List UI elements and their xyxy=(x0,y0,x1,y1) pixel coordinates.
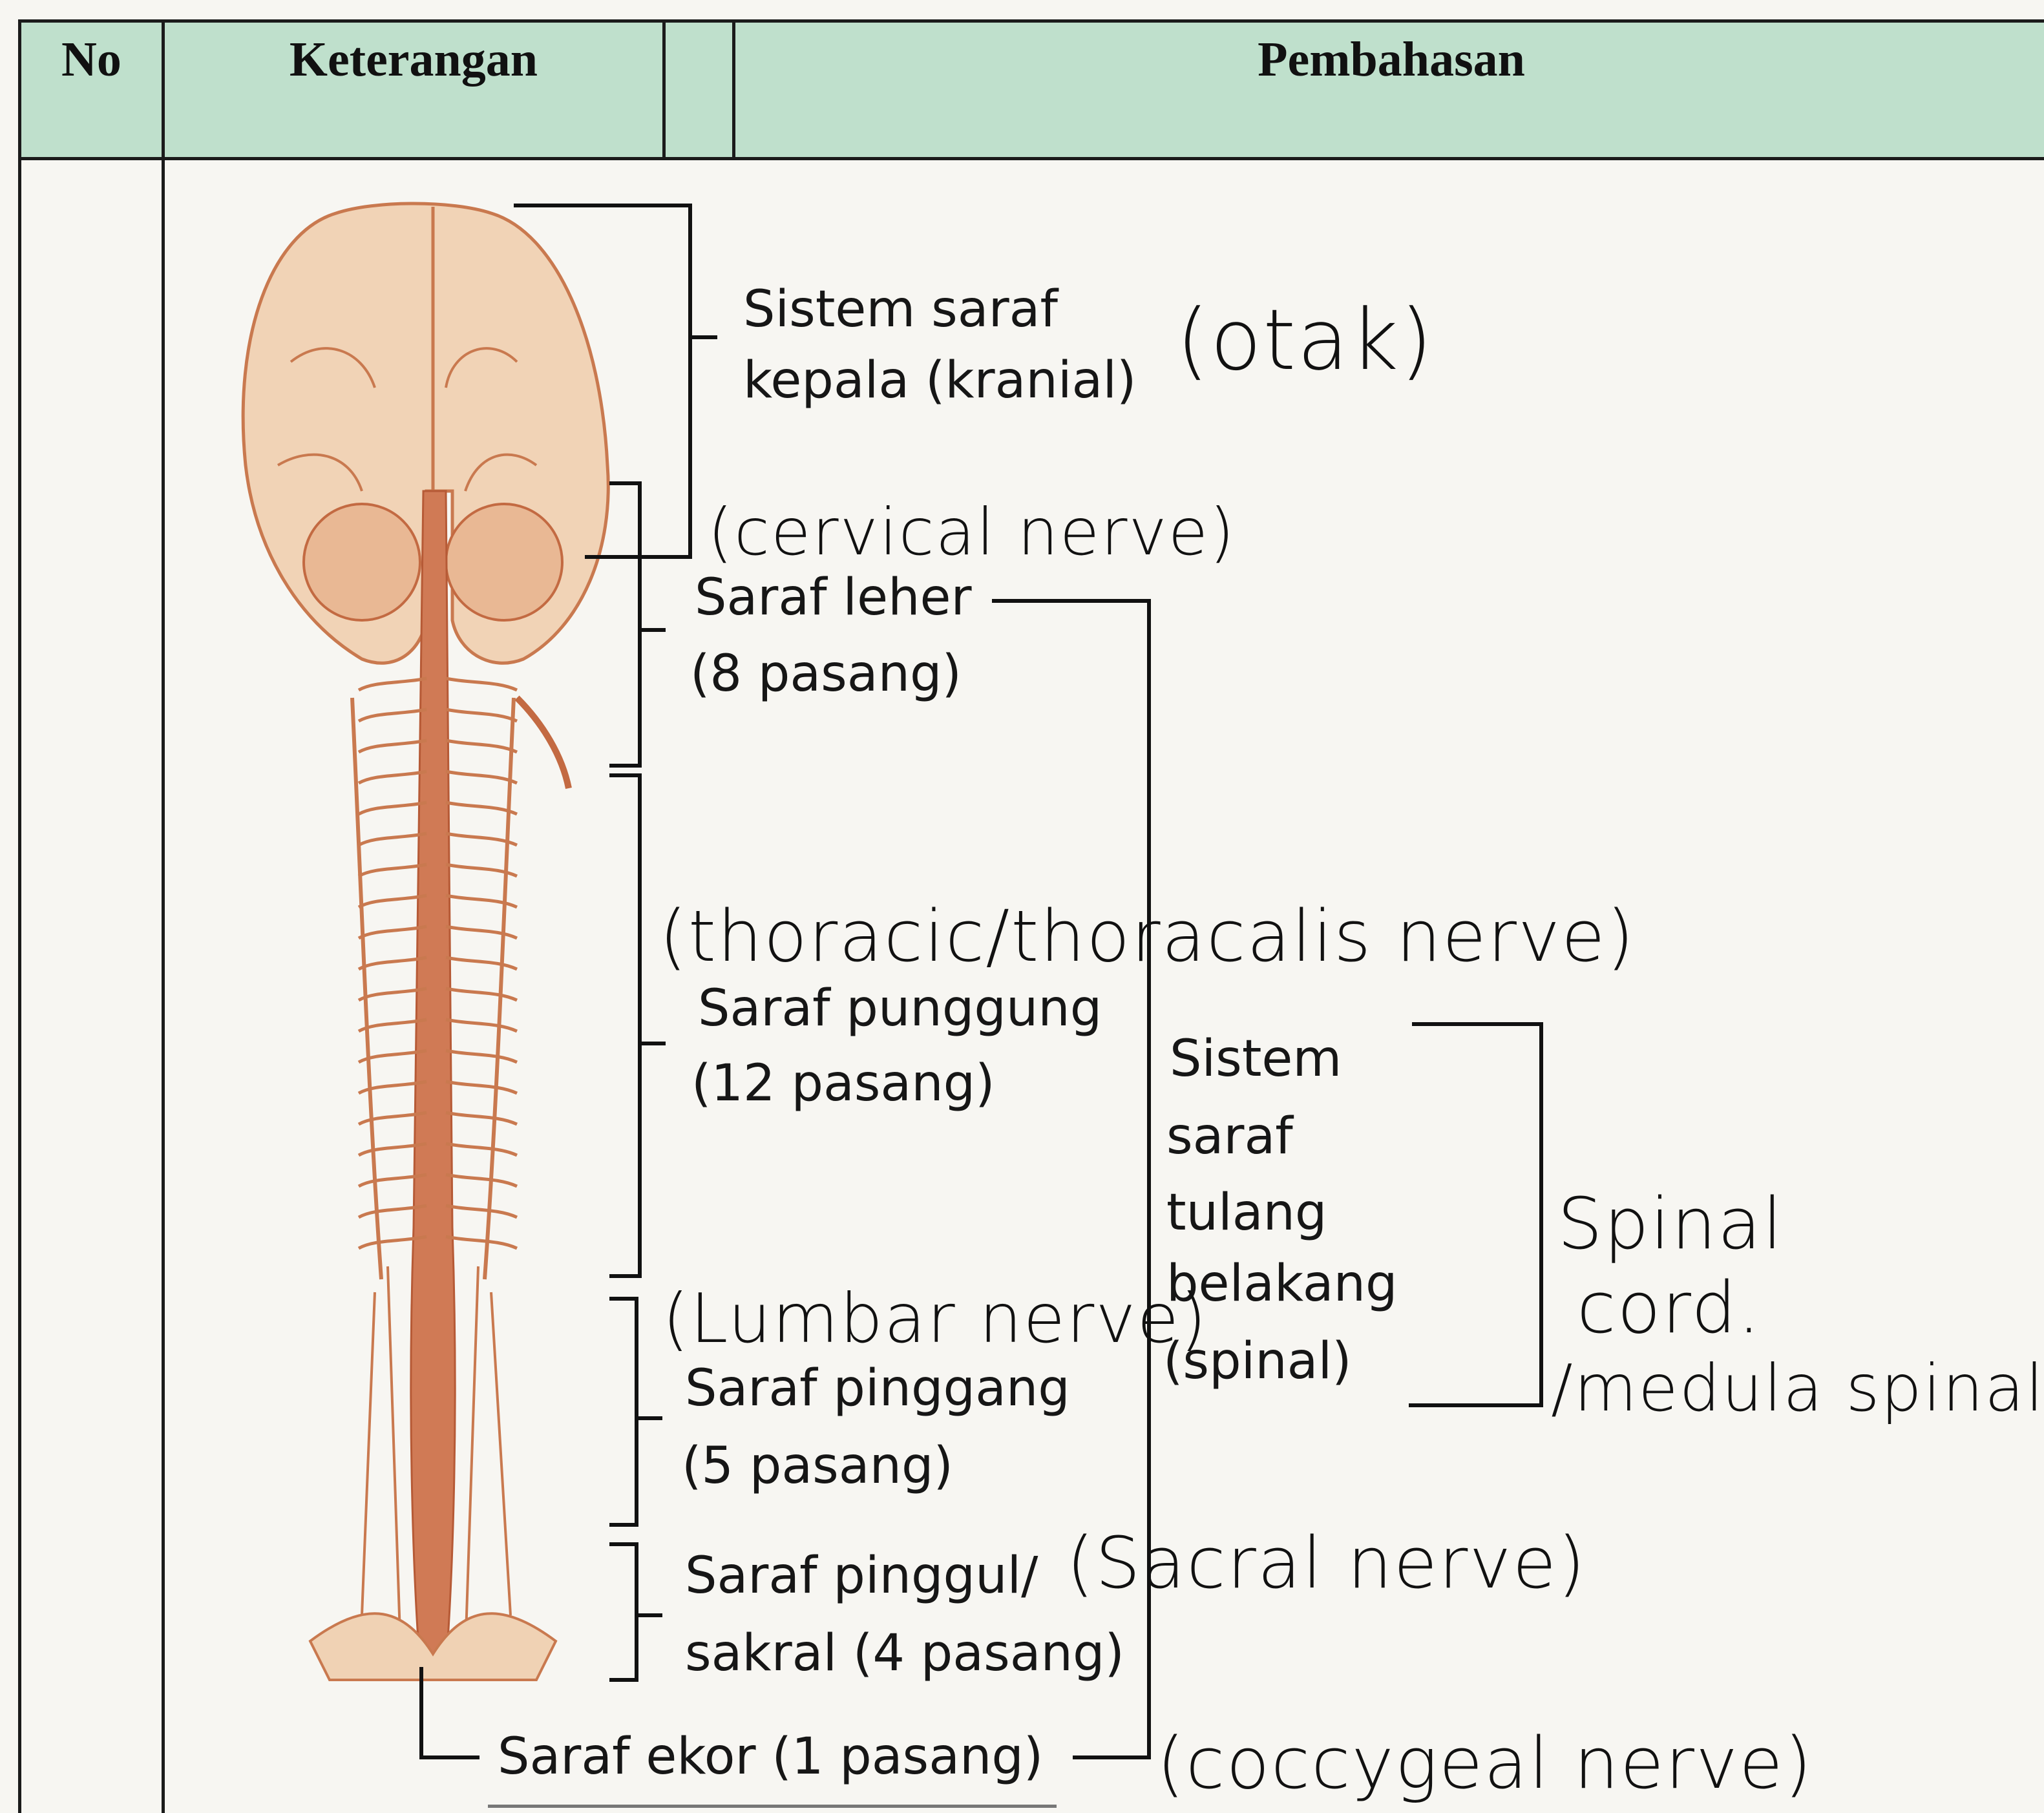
handwritten-thoracic: (thoracic/thoracalis nerve) xyxy=(659,895,1636,978)
handwritten-otak: (otak) xyxy=(1176,291,1434,389)
label-sacral-1: Saraf pinggul/ xyxy=(685,1538,1038,1614)
nerve-branch-right xyxy=(446,709,517,721)
nerve-branch-left xyxy=(359,678,427,690)
label-thoracic-2: (12 pasang) xyxy=(691,1045,995,1122)
nerve-branch-right xyxy=(446,958,517,969)
nerve-branch-right xyxy=(446,771,517,783)
handwritten-spinal-3: /medula spinalis xyxy=(1551,1350,2044,1426)
nerve-branch-right xyxy=(446,1020,517,1031)
label-thoracic-1: Saraf punggung xyxy=(698,970,1102,1047)
nerve-branch-right xyxy=(446,678,517,690)
label-cranial-2: kepala (kranial) xyxy=(743,342,1136,419)
bracket-cervical xyxy=(609,483,640,766)
bracket-thoracic xyxy=(609,775,640,1276)
label-lumbar-2: (5 pasang) xyxy=(682,1428,953,1504)
nerve-branch-right xyxy=(446,927,517,938)
label-spinal-system-1: Sistem xyxy=(1170,1021,1342,1097)
nerve-branch-right xyxy=(446,1175,517,1186)
nerve-branch-left xyxy=(359,709,427,721)
bracket-lumbar xyxy=(609,1299,637,1525)
label-spinal-system-3: tulang xyxy=(1166,1175,1327,1251)
nerve-branch-right xyxy=(446,1051,517,1062)
handwritten-coccygeal: (coccygeal nerve) xyxy=(1157,1722,1813,1805)
spinal-cord-illustration xyxy=(310,491,556,1680)
nerve-branch-right xyxy=(446,1237,517,1248)
label-coccygeal: Saraf ekor (1 pasang) xyxy=(498,1719,1043,1795)
handwritten-spinal-2: cord. xyxy=(1577,1266,1762,1349)
nerve-branch-left xyxy=(359,833,427,845)
handwritten-sacral: (Sacral nerve) xyxy=(1066,1522,1586,1604)
nerve-branch-left xyxy=(359,896,427,907)
nerve-branch-right xyxy=(446,802,517,814)
label-spinal-system-2: saraf xyxy=(1166,1098,1293,1175)
label-lumbar-1: Saraf pinggang xyxy=(685,1350,1070,1427)
label-cervical-1: Saraf leher xyxy=(695,560,972,636)
handwritten-spinal-1: Spinal xyxy=(1557,1182,1784,1265)
nerve-branch-right xyxy=(446,989,517,1000)
nerve-branch-left xyxy=(359,740,427,752)
nerve-branch-left xyxy=(359,865,427,876)
nerve-branch-left xyxy=(359,771,427,783)
nerve-branch-right xyxy=(446,740,517,752)
handwritten-cervical: (cervical nerve) xyxy=(708,494,1236,570)
bracket-sacral xyxy=(609,1544,637,1680)
label-cranial-1: Sistem saraf xyxy=(743,271,1058,348)
nerve-branch-left xyxy=(359,802,427,814)
nerve-branch-right xyxy=(446,1206,517,1217)
handwritten-lumbar: (Lumbar nerve) xyxy=(662,1279,1208,1358)
bottom-rule xyxy=(488,1805,1057,1808)
nerve-branch-right xyxy=(446,1113,517,1124)
label-sacral-2: sakral (4 pasang) xyxy=(685,1615,1124,1692)
label-cervical-2: (8 pasang) xyxy=(690,636,962,712)
nerve-branch-right xyxy=(446,1082,517,1093)
nerve-branch-left xyxy=(359,927,427,938)
nerve-branch-right xyxy=(446,1144,517,1155)
bracket-spinal-cord xyxy=(1409,1024,1541,1405)
